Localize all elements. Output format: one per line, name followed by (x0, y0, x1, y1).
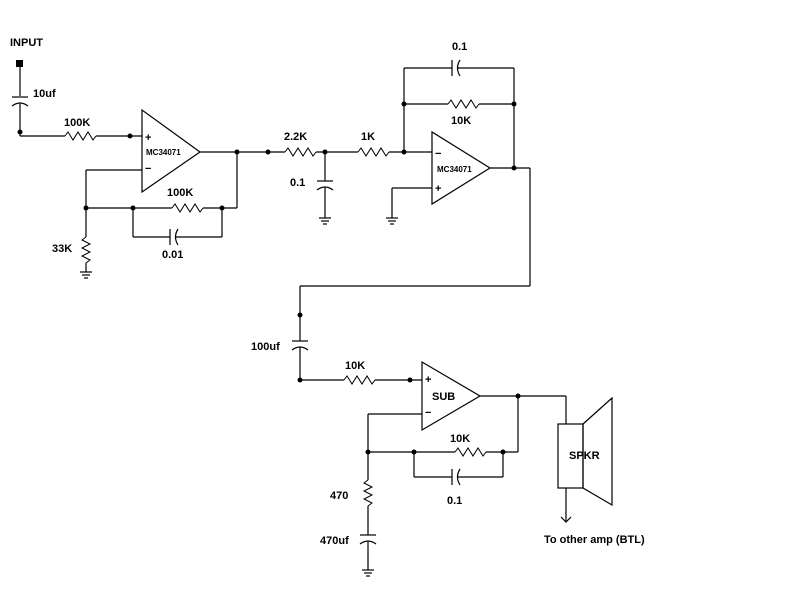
c-filter-label: 0.1 (290, 177, 305, 189)
svg-text:+: + (425, 374, 431, 386)
ground-2 (319, 217, 331, 225)
sub-label: SUB (432, 391, 455, 403)
resistor-1k (357, 147, 390, 157)
opamp1-label: MC34071 (146, 148, 181, 157)
svg-text:−: − (425, 407, 431, 419)
stage-sub: 100uf 10K + − SUB 10K 0.1 (251, 340, 566, 577)
svg-text:−: − (145, 163, 151, 175)
opamp2-label: MC34071 (437, 165, 472, 174)
resistor-10k-feedback (447, 99, 480, 109)
input-label: INPUT (10, 37, 43, 49)
ground-1 (80, 271, 92, 279)
svg-text:+: + (435, 183, 441, 195)
ground-4 (362, 569, 374, 577)
r-sub-in-label: 10K (345, 360, 365, 372)
opamp-1 (141, 108, 202, 194)
c-fb1-label: 0.01 (162, 249, 183, 261)
filter-network: 2.2K 0.1 1K (284, 131, 432, 225)
c-gnd3-label: 470uf (320, 535, 349, 547)
resistor-100k-feedback (171, 203, 204, 213)
r-fb1-label: 100K (167, 187, 193, 199)
r-gnd1-label: 33K (52, 243, 72, 255)
btl-note: To other amp (BTL) (544, 534, 645, 546)
speaker-cone (582, 396, 613, 507)
r-filter1-label: 2.2K (284, 131, 307, 143)
ground-3 (386, 217, 398, 225)
svg-text:+: + (145, 132, 151, 144)
opamp-2 (431, 130, 492, 206)
opamp-sub (421, 360, 482, 432)
c-fb2-label: 0.1 (452, 41, 467, 53)
r-input-label: 100K (64, 117, 90, 129)
resistor-10k-sub-feedback (454, 447, 487, 457)
c-input-label: 10uf (33, 88, 56, 100)
c-couple-label: 100uf (251, 341, 280, 353)
c-fb3-label: 0.1 (447, 495, 462, 507)
stage-2: − + MC34071 0.1 10K (297, 41, 531, 341)
r-gnd3-label: 470 (330, 490, 348, 502)
r-fb2-label: 10K (451, 115, 471, 127)
resistor-470 (362, 479, 374, 507)
speaker-label: SPKR (569, 450, 600, 462)
resistor-33k (80, 236, 92, 264)
svg-text:−: − (435, 148, 441, 160)
resistor-2-2k (284, 147, 317, 157)
arrow-down-icon (560, 516, 572, 523)
resistor-100k-input (64, 131, 97, 141)
resistor-10k-input (343, 375, 376, 385)
speaker: SPKR To other amp (BTL) (544, 396, 645, 546)
stage-1: INPUT 10uf 100K + − MC34071 100K (10, 37, 285, 279)
r-filter2-label: 1K (361, 131, 375, 143)
r-fb3-label: 10K (450, 433, 470, 445)
input-terminal (16, 60, 23, 67)
